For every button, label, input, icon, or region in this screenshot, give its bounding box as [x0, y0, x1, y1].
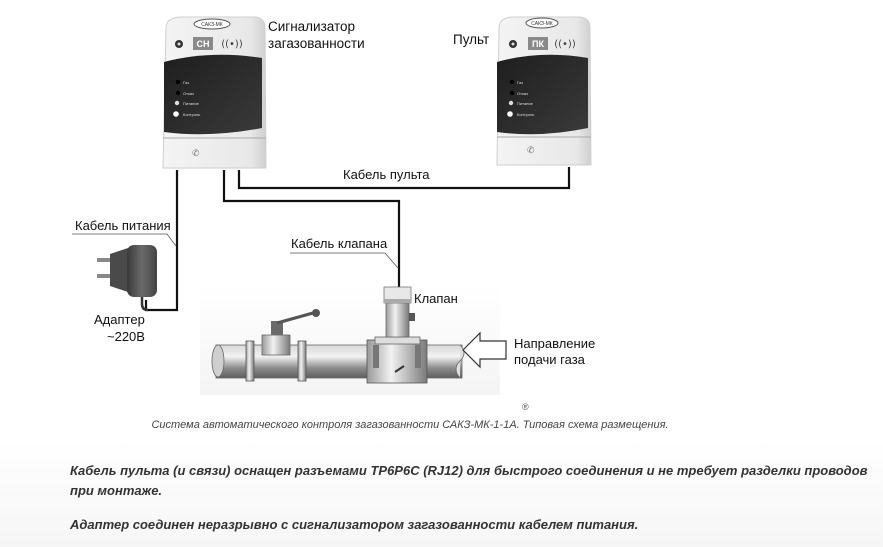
- flow-direction-label-line1: Направление: [514, 336, 595, 351]
- led-label: Питание: [517, 101, 534, 106]
- power-cable: [144, 170, 179, 312]
- power-adapter-icon: [97, 245, 157, 312]
- logo-badge: [193, 18, 231, 30]
- front-panel: [497, 54, 588, 135]
- leader-lines: [72, 233, 399, 269]
- remote-cable-label: Кабель пульта: [343, 167, 430, 182]
- front-panel: [164, 54, 262, 135]
- valve-cable-label: Кабель клапана: [291, 236, 388, 251]
- led-label: Питание: [183, 101, 200, 106]
- adapter-label-line2: ~220В: [107, 329, 145, 344]
- led-label: Газ: [183, 80, 189, 85]
- page-background-fade: [0, 440, 883, 547]
- led-label: Контроль: [183, 112, 200, 117]
- device-logo-text: САКЗ-МК: [201, 22, 223, 28]
- brand-mark-icon: ✆: [527, 146, 535, 156]
- signalizer-label-line1: Сигнализатор: [268, 19, 355, 34]
- adapter-label-line1: Адаптер: [94, 312, 145, 327]
- wireless-icon: ((•)): [221, 39, 243, 50]
- remote-cable: [237, 167, 571, 190]
- signalizer-label-line2: загазованности: [268, 36, 365, 51]
- valve-cable: [222, 170, 401, 288]
- led-label: Контроль: [517, 112, 534, 117]
- badge-pk-text: ПК: [532, 39, 544, 49]
- cables: [144, 167, 571, 312]
- power-cable-label: Кабель питания: [75, 218, 171, 233]
- solenoid-valve-icon: [366, 286, 428, 384]
- valve-label: Клапан: [414, 291, 458, 306]
- signalizer-device: САКЗ-МК СН ((•)) Газ Отказ Питание Контр…: [162, 16, 267, 169]
- badge-sn-text: СН: [197, 39, 210, 49]
- device-logo-text: САКЗ-МК: [531, 21, 553, 27]
- brand-mark-icon: ✆: [192, 149, 200, 159]
- badge-pk: [528, 37, 548, 50]
- figure-caption: Система автоматического контроля загазов…: [151, 419, 669, 431]
- badge-sn: [193, 37, 213, 50]
- installation-diagram: САКЗ-МК СН ((•)) Газ Отказ Питание Контр…: [72, 16, 595, 395]
- paragraph-remote-cable: Кабель пульта (и связи) оснащен разъемам…: [70, 463, 868, 498]
- led-label: Отказ: [183, 91, 194, 96]
- gas-pipe: [211, 286, 465, 384]
- flow-direction-label-line2: подачи газа: [514, 352, 586, 367]
- wireless-icon: ((•)): [554, 39, 576, 50]
- ball-valve-icon: [245, 309, 320, 382]
- remote-device: САКЗ-МК ПК ((•)) Газ Отказ Питание Контр…: [496, 16, 592, 166]
- flow-arrow-icon: [462, 331, 507, 369]
- paragraph-adapter: Адаптер соединен неразрывно с сигнализат…: [70, 517, 639, 532]
- led-label: Газ: [517, 80, 523, 85]
- registered-mark: ®: [522, 402, 529, 412]
- remote-label: Пульт: [453, 32, 489, 47]
- led-label: Отказ: [517, 91, 528, 96]
